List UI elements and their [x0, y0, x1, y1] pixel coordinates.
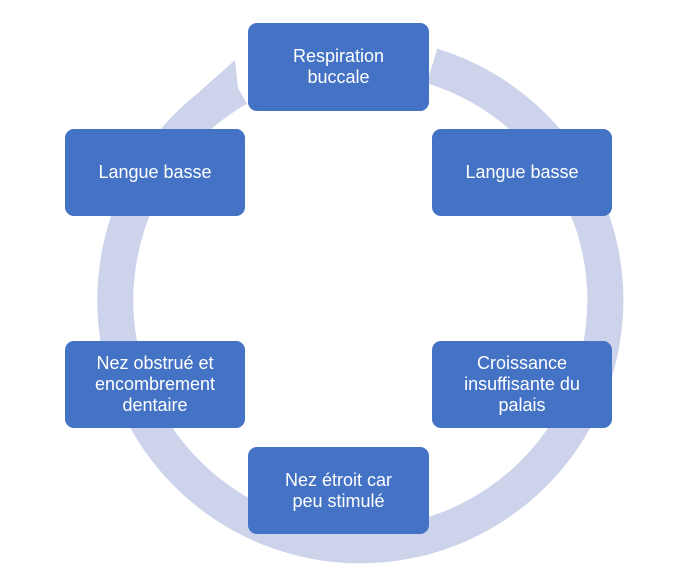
node-label: Nez étroit car peu stimulé — [284, 469, 393, 511]
node-croissance-palais: Croissance insuffisante du palais — [432, 341, 612, 428]
node-label: Croissance insuffisante du palais — [464, 353, 580, 415]
node-label: Nez obstrué et encombrement dentaire — [94, 353, 216, 415]
node-langue-basse-left: Langue basse — [65, 129, 245, 216]
node-respiration-buccale: Respiration buccale — [248, 23, 429, 111]
node-langue-basse-right: Langue basse — [432, 129, 612, 216]
node-label: Langue basse — [98, 162, 212, 182]
node-nez-obstrue: Nez obstrué et encombrement dentaire — [65, 341, 245, 428]
node-label: Respiration buccale — [292, 46, 385, 87]
node-nez-etroit: Nez étroit car peu stimulé — [248, 447, 429, 534]
cycle-arrowhead — [188, 60, 240, 106]
node-label: Langue basse — [465, 162, 579, 182]
